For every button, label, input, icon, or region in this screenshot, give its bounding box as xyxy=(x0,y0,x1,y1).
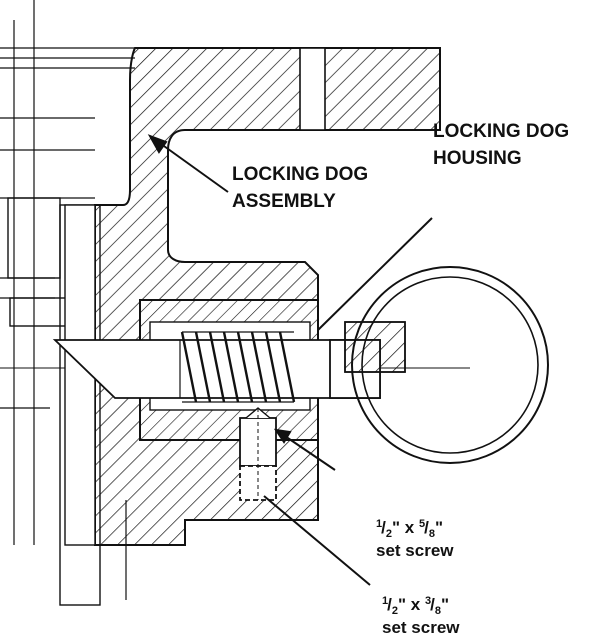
housing-label-line1: LOCKING DOG xyxy=(433,121,569,142)
spring xyxy=(180,331,296,403)
leader-lines xyxy=(147,134,433,586)
assembly-label-line1: LOCKING DOG xyxy=(232,164,368,185)
set-screws xyxy=(239,407,277,501)
label-locking-dog-assembly: LOCKING DOG ASSEMBLY xyxy=(232,164,368,212)
assembly-label-line2: ASSEMBLY xyxy=(232,191,336,212)
pull-ring xyxy=(351,266,549,464)
screw-upper-size: 1/2" x 5/8" xyxy=(376,518,443,540)
label-set-screw-lower: 1/2" x 3/8" set screw xyxy=(382,595,460,637)
screw-lower-text: set screw xyxy=(382,618,460,637)
label-locking-dog-housing: LOCKING DOG HOUSING xyxy=(433,121,569,169)
screw-lower-size: 1/2" x 3/8" xyxy=(382,595,449,617)
housing-label-line2: HOUSING xyxy=(433,148,522,169)
screw-upper-text: set screw xyxy=(376,541,454,560)
label-set-screw-upper: 1/2" x 5/8" set screw xyxy=(376,518,454,560)
